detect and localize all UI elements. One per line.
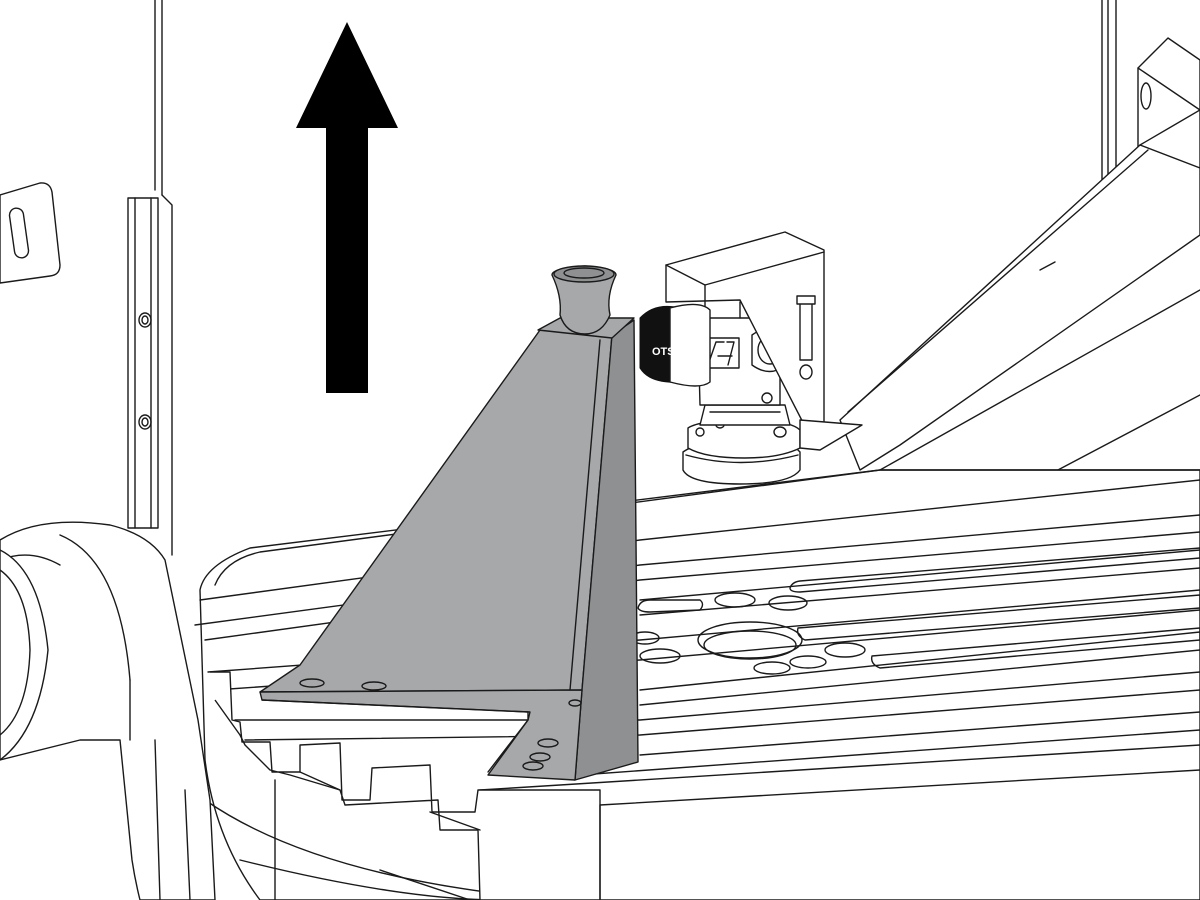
bracket-side-face — [574, 319, 639, 781]
probe-label: OTS — [652, 346, 675, 358]
enclosure-door — [154, 0, 1117, 556]
wall-bracket-left — [0, 182, 61, 284]
trunnion-support — [0, 521, 216, 900]
door-rail — [127, 197, 159, 529]
up-arrow-icon — [296, 22, 398, 393]
gray-bracket — [259, 265, 639, 781]
tool-changer-arm — [839, 37, 1200, 491]
probe-assembly: OTS — [639, 231, 863, 485]
